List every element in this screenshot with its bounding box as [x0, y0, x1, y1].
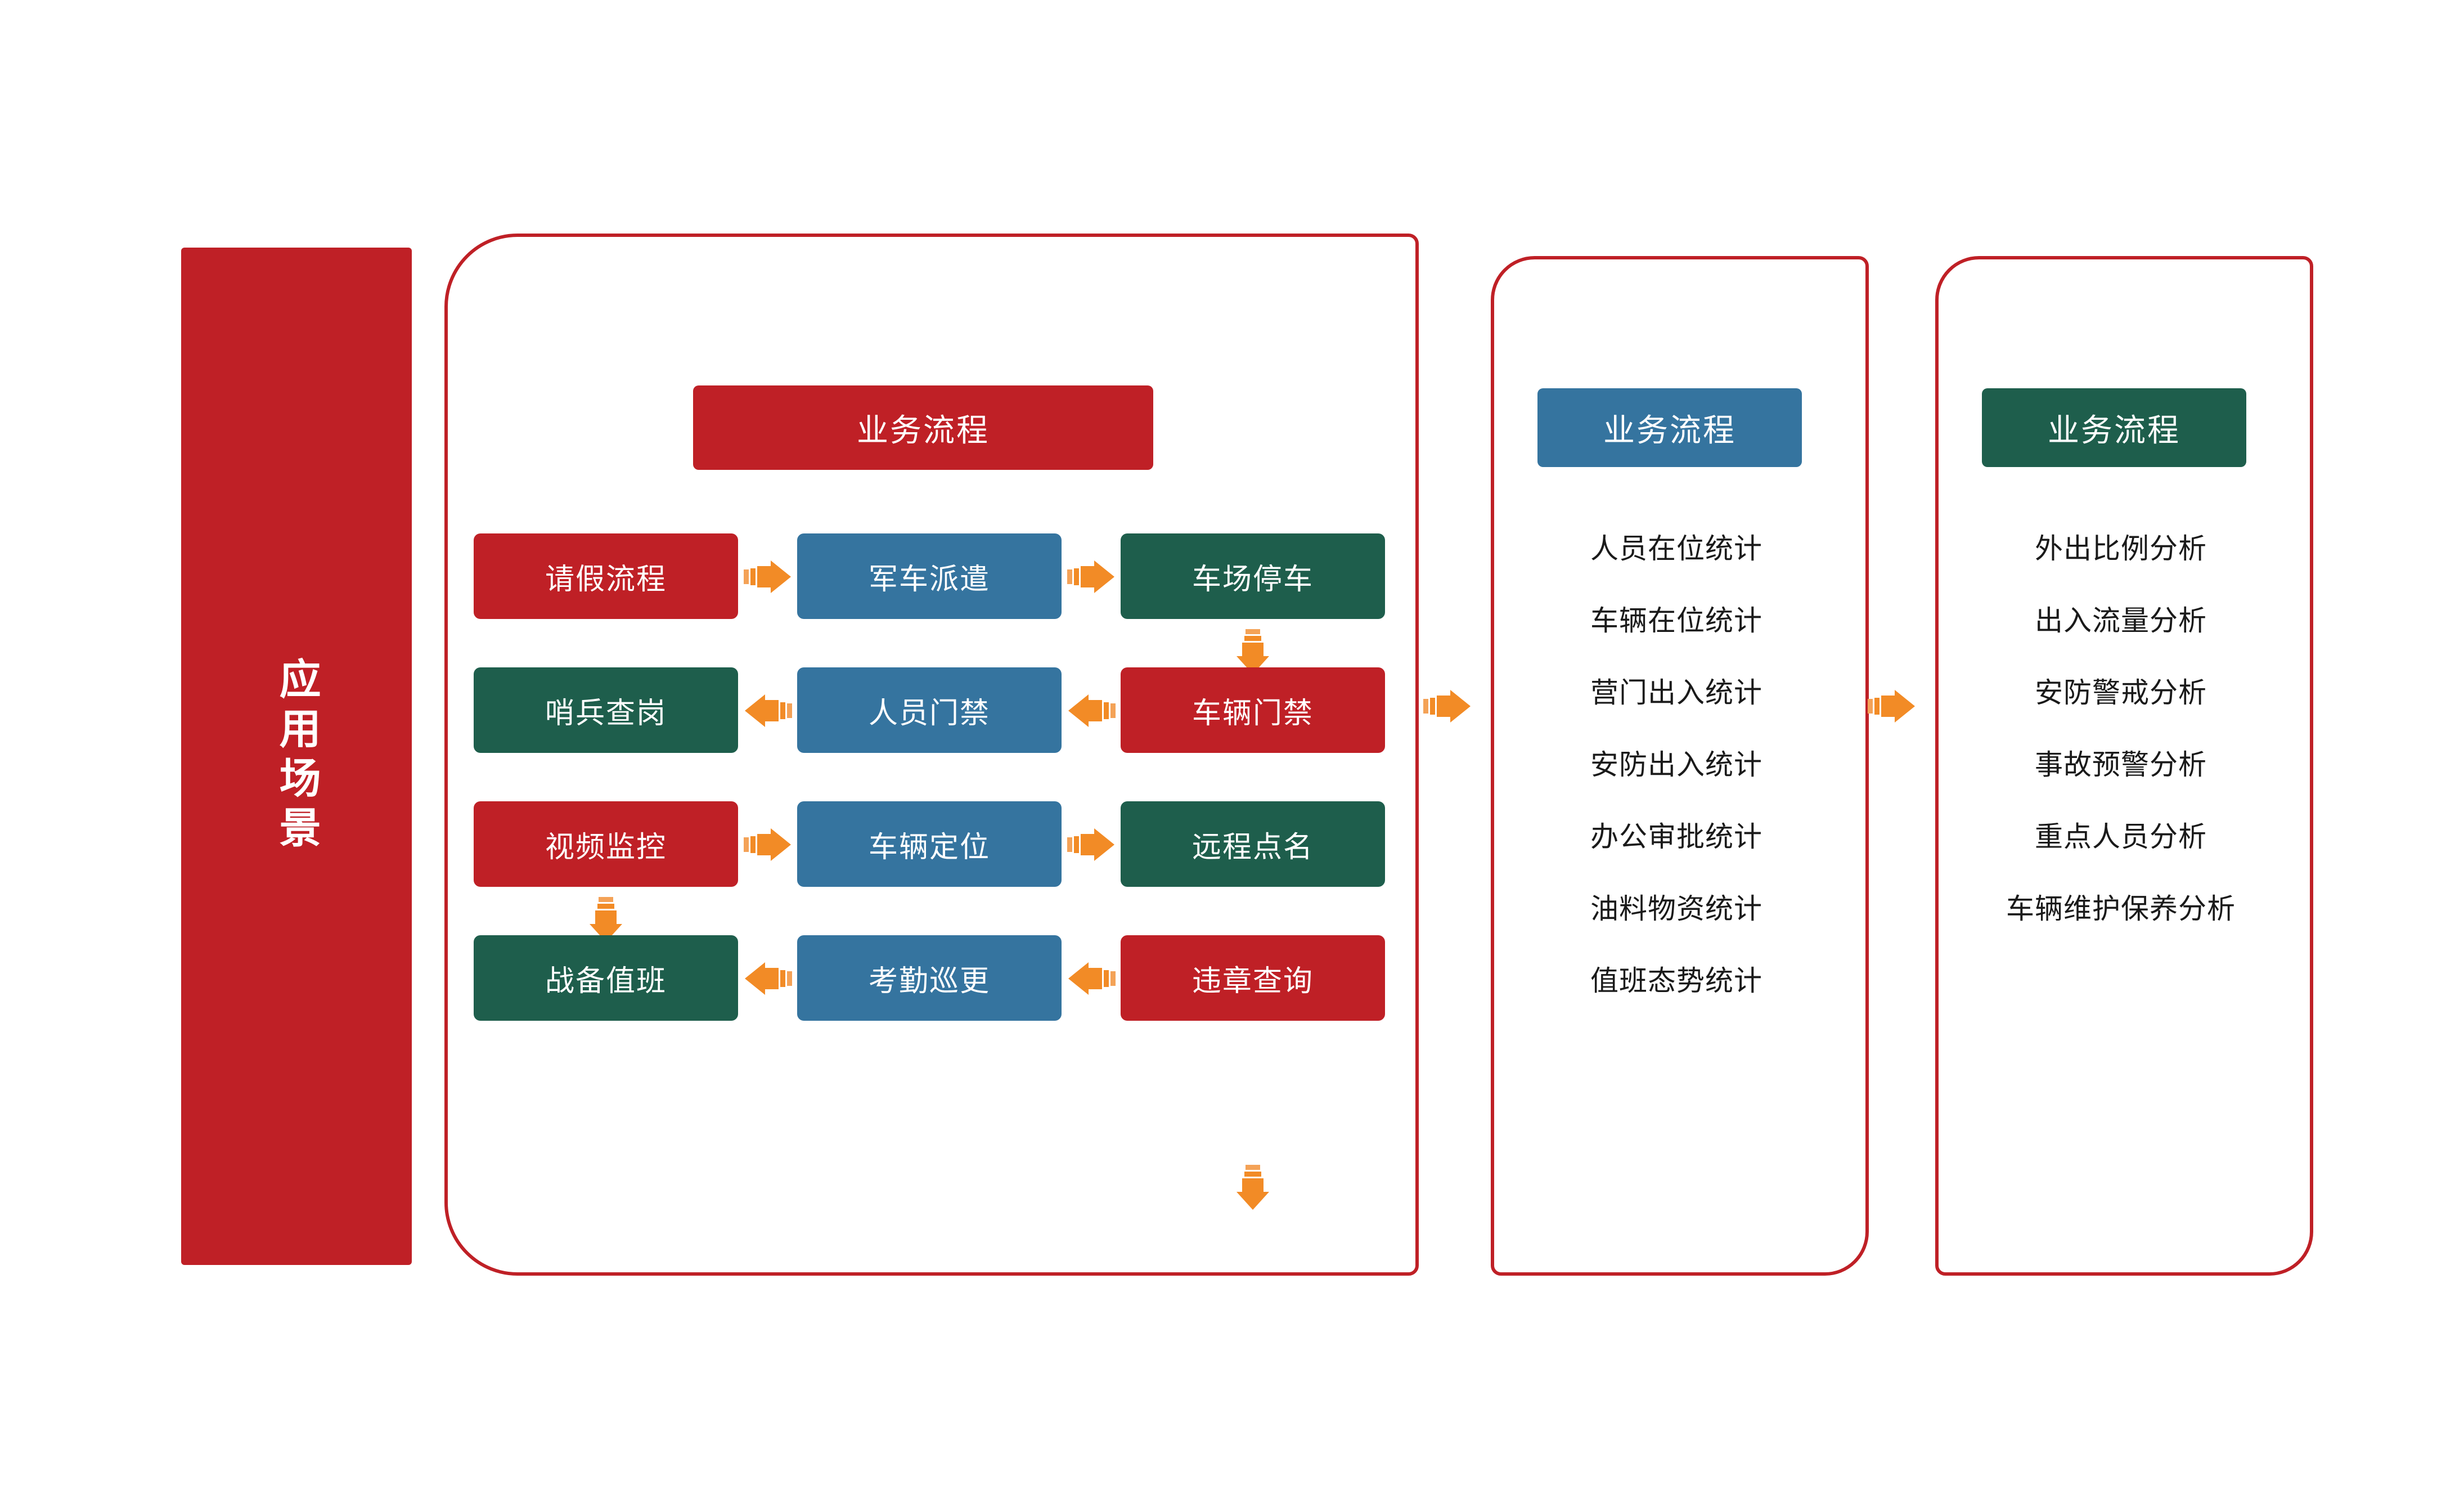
application-scenario-bar: 应用场景	[181, 248, 412, 1265]
process-flow-row: 请假流程 军车派遣 车场停车	[474, 533, 1385, 674]
flow-box-shaobing-chagang[interactable]: 哨兵查岗	[474, 667, 738, 753]
flow-box-label: 车辆定位	[868, 831, 990, 864]
list-item[interactable]: 外出比例分析	[2035, 533, 2207, 564]
list-item[interactable]: 营门出入统计	[1590, 677, 1762, 708]
flow-box-label: 请假流程	[545, 563, 667, 596]
arrow-down-icon	[1233, 1164, 1273, 1212]
statistics-list: 人员在位统计 车辆在位统计 营门出入统计 安防出入统计 办公审批统计 油料物资统…	[1491, 535, 1862, 1039]
header-main-process: 业务流程	[693, 385, 1153, 470]
list-item[interactable]: 重点人员分析	[2035, 821, 2207, 853]
process-flow-row: 战备值班 考勤巡更 违章查询	[474, 935, 1385, 1021]
flow-box-qingjia-liucheng[interactable]: 请假流程	[474, 533, 738, 619]
arrow-left-icon	[743, 959, 793, 998]
arrow-right-icon	[1066, 825, 1117, 864]
arrow-left-icon	[1066, 959, 1117, 998]
list-item[interactable]: 办公审批统计	[1590, 821, 1762, 853]
arrow-right-icon	[1066, 557, 1117, 596]
process-flow-row: 视频监控 车辆定位 远程点名	[474, 801, 1385, 1210]
flow-box-kaoqin-xungeng[interactable]: 考勤巡更	[797, 935, 1062, 1021]
arrow-down-icon	[1233, 628, 1273, 676]
list-item[interactable]: 事故预警分析	[2035, 749, 2207, 780]
list-item[interactable]: 油料物资统计	[1590, 893, 1762, 925]
flow-box-shipin-jiankong[interactable]: 视频监控	[474, 801, 738, 887]
list-item[interactable]: 值班态势统计	[1590, 965, 1762, 997]
flow-box-label: 车场停车	[1191, 563, 1314, 596]
list-item[interactable]: 车辆在位统计	[1590, 605, 1762, 636]
arrow-right-icon	[1422, 687, 1473, 726]
flow-box-label: 违章查询	[1191, 964, 1314, 998]
flow-box-yuancheng-dianming[interactable]: 远程点名	[1121, 801, 1385, 887]
header-statistics: 业务流程	[1537, 388, 1802, 467]
header-analysis-label: 业务流程	[2048, 412, 2180, 448]
arrow-left-icon	[1066, 691, 1117, 730]
flow-box-cheliang-dingwei[interactable]: 车辆定位	[797, 801, 1062, 887]
flow-box-zhanbei-zhiban[interactable]: 战备值班	[474, 935, 738, 1021]
arrow-right-icon	[743, 825, 793, 864]
flow-box-junche-paiqian[interactable]: 军车派遣	[797, 533, 1062, 619]
header-main-process-label: 业务流程	[857, 412, 990, 448]
flow-box-renyuan-menjin[interactable]: 人员门禁	[797, 667, 1062, 753]
flow-box-label: 视频监控	[545, 831, 667, 864]
flow-box-label: 远程点名	[1191, 831, 1314, 864]
arrow-left-icon	[743, 691, 793, 730]
list-item[interactable]: 安防警戒分析	[2035, 677, 2207, 708]
flow-box-label: 车辆门禁	[1191, 697, 1314, 730]
list-item[interactable]: 车辆维护保养分析	[2006, 893, 2236, 925]
analysis-list: 外出比例分析 出入流量分析 安防警戒分析 事故预警分析 重点人员分析 车辆维护保…	[1935, 535, 2306, 967]
list-item[interactable]: 安防出入统计	[1590, 749, 1762, 780]
arrow-right-icon	[1867, 687, 1917, 726]
flow-box-chechang-tingche[interactable]: 车场停车	[1121, 533, 1385, 619]
process-flow-grid: 请假流程 军车派遣 车场停车	[474, 533, 1385, 1210]
flow-box-label: 人员门禁	[868, 697, 990, 730]
header-statistics-label: 业务流程	[1603, 412, 1736, 448]
flow-box-label: 哨兵查岗	[545, 697, 667, 730]
arrow-right-icon	[743, 557, 793, 596]
list-item[interactable]: 人员在位统计	[1590, 533, 1762, 564]
header-analysis: 业务流程	[1982, 388, 2246, 467]
flow-box-cheliang-menjin[interactable]: 车辆门禁	[1121, 667, 1385, 753]
flow-box-weizhang-chaxun[interactable]: 违章查询	[1121, 935, 1385, 1021]
flow-box-label: 考勤巡更	[868, 964, 990, 998]
application-scenario-label: 应用场景	[273, 657, 321, 855]
flow-box-label: 战备值班	[545, 964, 667, 998]
list-item[interactable]: 出入流量分析	[2035, 605, 2207, 636]
arrow-down-icon	[586, 896, 626, 944]
process-flow-row: 哨兵查岗 人员门禁 车辆门禁	[474, 667, 1385, 942]
flow-box-label: 军车派遣	[868, 563, 990, 596]
